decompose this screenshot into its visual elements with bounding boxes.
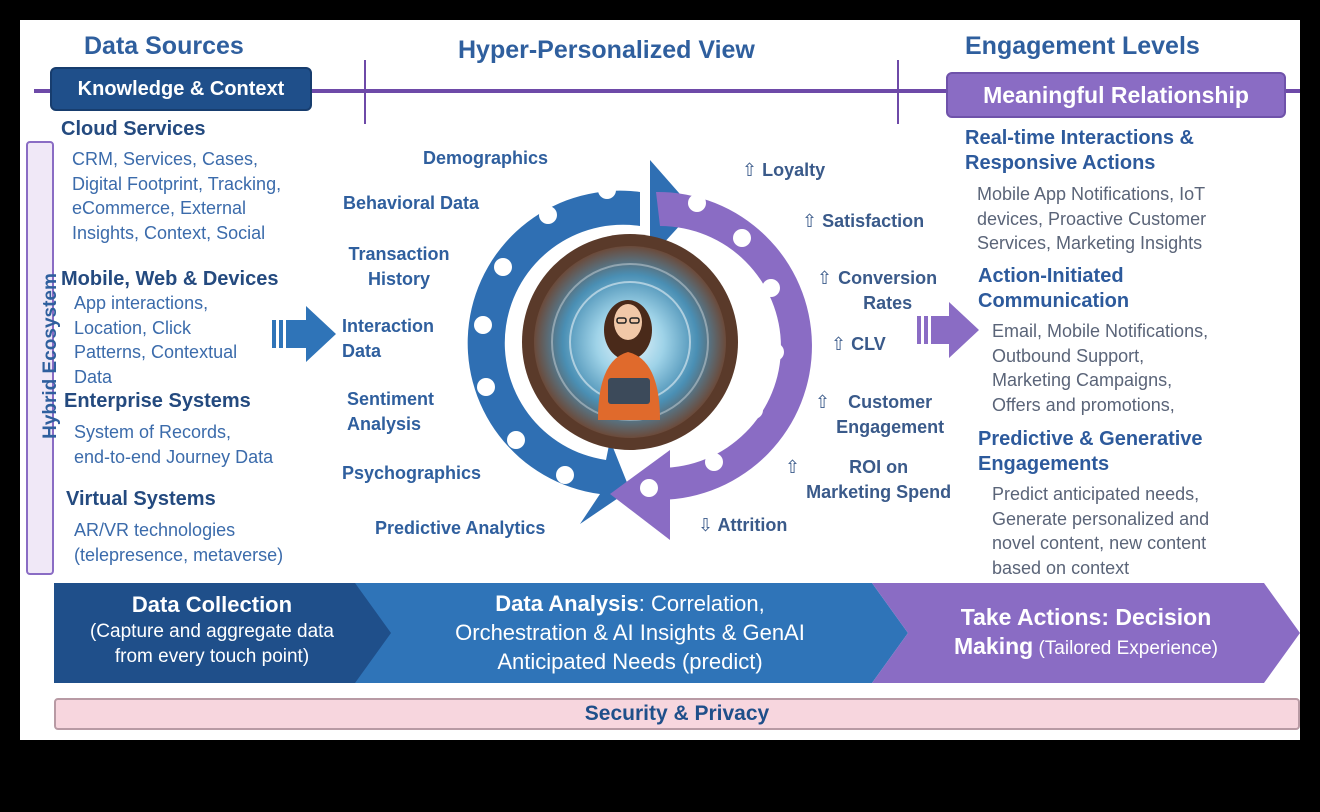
up-arrow-icon: ⇧: [802, 211, 818, 231]
hybrid-ecosystem-bar: [26, 141, 54, 575]
data-analysis-lines: Orchestration & AI Insights & GenAI Anti…: [455, 620, 805, 674]
diagram-canvas: Data Sources Hyper-Personalized View Eng…: [20, 20, 1300, 740]
input-interaction-data: Interaction Data: [342, 316, 435, 361]
input-transaction-history: Transaction History: [348, 244, 450, 289]
up-arrow-icon: ⇧: [817, 268, 833, 288]
up-arrow-icon: ⇧: [742, 160, 758, 180]
data-analysis-rest: : Correlation,: [638, 591, 765, 616]
predictive-generative-body: Predict anticipated needs, Generate pers…: [992, 484, 1210, 578]
metric-roi-marketing: ⇧ROI on Marketing Spend: [785, 457, 952, 502]
purple-cycle-arrow: [656, 191, 812, 500]
data-collection-title: Data Collection: [131, 592, 293, 617]
action-initiated-body: Email, Mobile Notifications, Outbound Su…: [992, 321, 1209, 415]
down-arrow-icon: ⇩: [698, 515, 714, 535]
engagement-levels-heading: Engagement Levels: [965, 32, 1200, 60]
person-illustration: [598, 300, 660, 420]
data-collection-chevron: [54, 583, 394, 683]
virtual-systems-title: Virtual Systems: [66, 488, 216, 510]
take-actions-chevron: [872, 583, 1300, 683]
process-flow-band: [54, 583, 1300, 683]
input-behavioral-data: Behavioral Data: [343, 193, 480, 213]
take-actions-making: Making: [953, 633, 1034, 659]
meaningful-relationship-pill: Meaningful Relationship: [946, 72, 1286, 118]
purple-arrowhead: [610, 450, 670, 540]
enterprise-systems-title: Enterprise Systems: [64, 390, 251, 412]
input-predictive-analytics: Predictive Analytics: [375, 518, 546, 538]
take-actions-subtitle: (Tailored Experience): [1033, 638, 1219, 659]
up-arrow-icon: ⇧: [785, 457, 801, 477]
personalization-cycle: [467, 160, 812, 540]
data-sources-heading: Data Sources: [84, 32, 244, 60]
metric-loyalty: ⇧ Loyalty: [742, 160, 826, 180]
metric-clv: ⇧ CLV: [831, 334, 886, 354]
metric-conversion-rates: ⇧Conversion Rates: [817, 268, 938, 313]
input-psychographics: Psychographics: [342, 463, 482, 483]
up-arrow-icon: ⇧: [831, 334, 847, 354]
output-arrow-icon: [917, 302, 979, 358]
realtime-interactions-body: Mobile App Notifications, IoT devices, P…: [977, 184, 1207, 253]
enterprise-systems-body: System of Records, end-to-end Journey Da…: [74, 422, 274, 467]
metric-attrition: ⇩ Attrition: [698, 515, 788, 535]
metric-satisfaction: ⇧ Satisfaction: [802, 211, 925, 231]
input-arrow-icon: [272, 306, 336, 362]
knowledge-context-pill: Knowledge & Context: [50, 67, 312, 111]
data-analysis-chevron: [355, 583, 908, 683]
data-collection-text: Data Collection (Capture and aggregate d…: [54, 590, 370, 669]
virtual-systems-body: AR/VR technologies (telepresence, metave…: [74, 520, 284, 565]
hyper-view-heading: Hyper-Personalized View: [458, 36, 755, 64]
data-analysis-text: Data Analysis: Correlation, Orchestratio…: [390, 589, 870, 676]
action-initiated-title: Action-Initiated Communication: [978, 265, 1130, 312]
up-arrow-icon: ⇧: [815, 392, 831, 412]
mobile-web-devices-body: App interactions, Location, Click Patter…: [74, 293, 238, 387]
realtime-interactions-title: Real-time Interactions & Responsive Acti…: [965, 127, 1194, 174]
data-collection-subtitle: (Capture and aggregate data from every t…: [89, 621, 334, 667]
mobile-web-devices-title: Mobile, Web & Devices: [61, 268, 279, 290]
take-actions-title: Take Actions: Decision: [960, 604, 1212, 630]
input-sentiment-analysis: Sentiment Analysis: [347, 389, 435, 434]
cloud-services-body: CRM, Services, Cases, Digital Footprint,…: [72, 149, 282, 243]
input-demographics: Demographics: [423, 148, 549, 168]
metric-customer-engagement: ⇧Customer Engagement: [815, 392, 945, 437]
predictive-generative-title: Predictive & Generative Engagements: [978, 428, 1203, 475]
data-analysis-title: Data Analysis: [495, 591, 639, 616]
security-privacy-bar: Security & Privacy: [54, 698, 1300, 730]
take-actions-text: Take Actions: Decision Making (Tailored …: [916, 603, 1256, 664]
cloud-services-title: Cloud Services: [61, 118, 206, 140]
